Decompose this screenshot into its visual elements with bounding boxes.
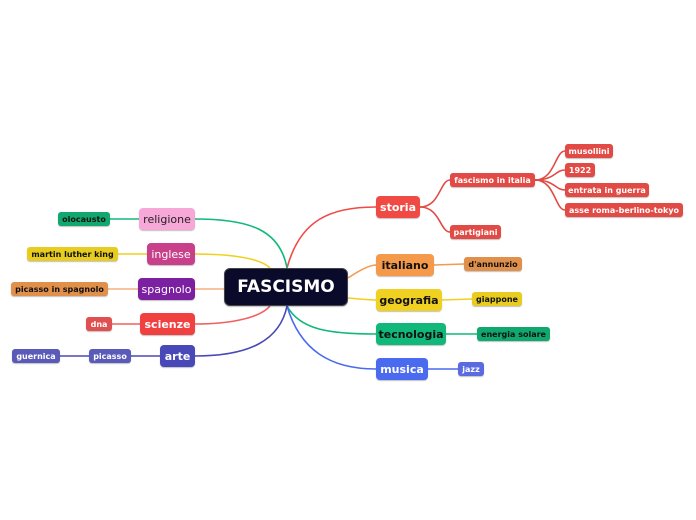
- subtopic-partigiani[interactable]: partigiani: [450, 225, 501, 239]
- subtopic-label: energia solare: [481, 329, 546, 339]
- subtopic-energia-solare[interactable]: energia solare: [477, 327, 550, 341]
- subtopic-dannunzio[interactable]: d'annunzio: [464, 257, 522, 271]
- topic-label: tecnologia: [378, 327, 444, 341]
- central-topic[interactable]: FASCISMO: [224, 268, 348, 306]
- subtopic-label: asse roma-berlino-tokyo: [568, 205, 680, 215]
- subtopic-label: giappone: [476, 294, 518, 304]
- subtopic-giappone[interactable]: giappone: [472, 292, 522, 306]
- topic-inglese[interactable]: inglese: [147, 243, 195, 265]
- subtopic-label: 1922: [568, 165, 592, 175]
- subtopic-label: martin luther king: [31, 249, 114, 259]
- subtopic-label: partigiani: [453, 227, 498, 237]
- subtopic-jazz[interactable]: jazz: [458, 362, 484, 376]
- topic-label: italiano: [381, 258, 429, 272]
- subtopic-label: dna: [90, 319, 108, 329]
- topic-scienze[interactable]: scienze: [140, 313, 195, 335]
- subtopic-label: musollini: [568, 146, 610, 156]
- subtopic-label: d'annunzio: [468, 259, 518, 269]
- subtopic-picasso-in-spagnolo[interactable]: picasso in spagnolo: [11, 282, 108, 296]
- central-topic-label: FASCISMO: [237, 277, 335, 297]
- subtopic-musollini[interactable]: musollini: [565, 144, 613, 158]
- topic-label: arte: [164, 349, 191, 363]
- subtopic-label: entrata in guerra: [568, 185, 646, 195]
- topic-geografia[interactable]: geografia: [376, 289, 442, 311]
- subtopic-label: guernica: [16, 351, 56, 361]
- subtopic-fascismo-in-italia[interactable]: fascismo in italia: [450, 173, 535, 187]
- subtopic-entrata-in-guerra[interactable]: entrata in guerra: [565, 183, 649, 197]
- topic-label: spagnolo: [141, 282, 192, 296]
- topic-label: scienze: [144, 317, 191, 331]
- topic-label: inglese: [151, 247, 191, 261]
- subtopic-label: picasso: [93, 351, 127, 361]
- subtopic-label: olocausto: [62, 214, 106, 224]
- topic-religione[interactable]: religione: [139, 208, 195, 230]
- subtopic-label: fascismo in italia: [454, 175, 531, 185]
- subtopic-label: jazz: [462, 364, 480, 374]
- topic-label: musica: [380, 362, 424, 376]
- topic-arte[interactable]: arte: [160, 345, 195, 367]
- subtopic-olocausto[interactable]: olocausto: [58, 212, 110, 226]
- topic-label: religione: [143, 212, 191, 226]
- topic-label: storia: [380, 200, 416, 214]
- subtopic-asse-roma-berlino-tokyo[interactable]: asse roma-berlino-tokyo: [565, 203, 683, 217]
- topic-musica[interactable]: musica: [376, 358, 428, 380]
- subtopic-picasso[interactable]: picasso: [89, 349, 131, 363]
- subtopic-martin-luther-king[interactable]: martin luther king: [27, 247, 118, 261]
- topic-italiano[interactable]: italiano: [376, 254, 434, 276]
- subtopic-guernica[interactable]: guernica: [12, 349, 60, 363]
- subtopic-1922[interactable]: 1922: [565, 163, 595, 177]
- topic-label: geografia: [379, 293, 439, 307]
- topic-storia[interactable]: storia: [376, 196, 420, 218]
- subtopic-label: picasso in spagnolo: [15, 284, 104, 294]
- subtopic-dna[interactable]: dna: [86, 317, 112, 331]
- topic-tecnologia[interactable]: tecnologia: [376, 323, 446, 345]
- topic-spagnolo[interactable]: spagnolo: [138, 278, 195, 300]
